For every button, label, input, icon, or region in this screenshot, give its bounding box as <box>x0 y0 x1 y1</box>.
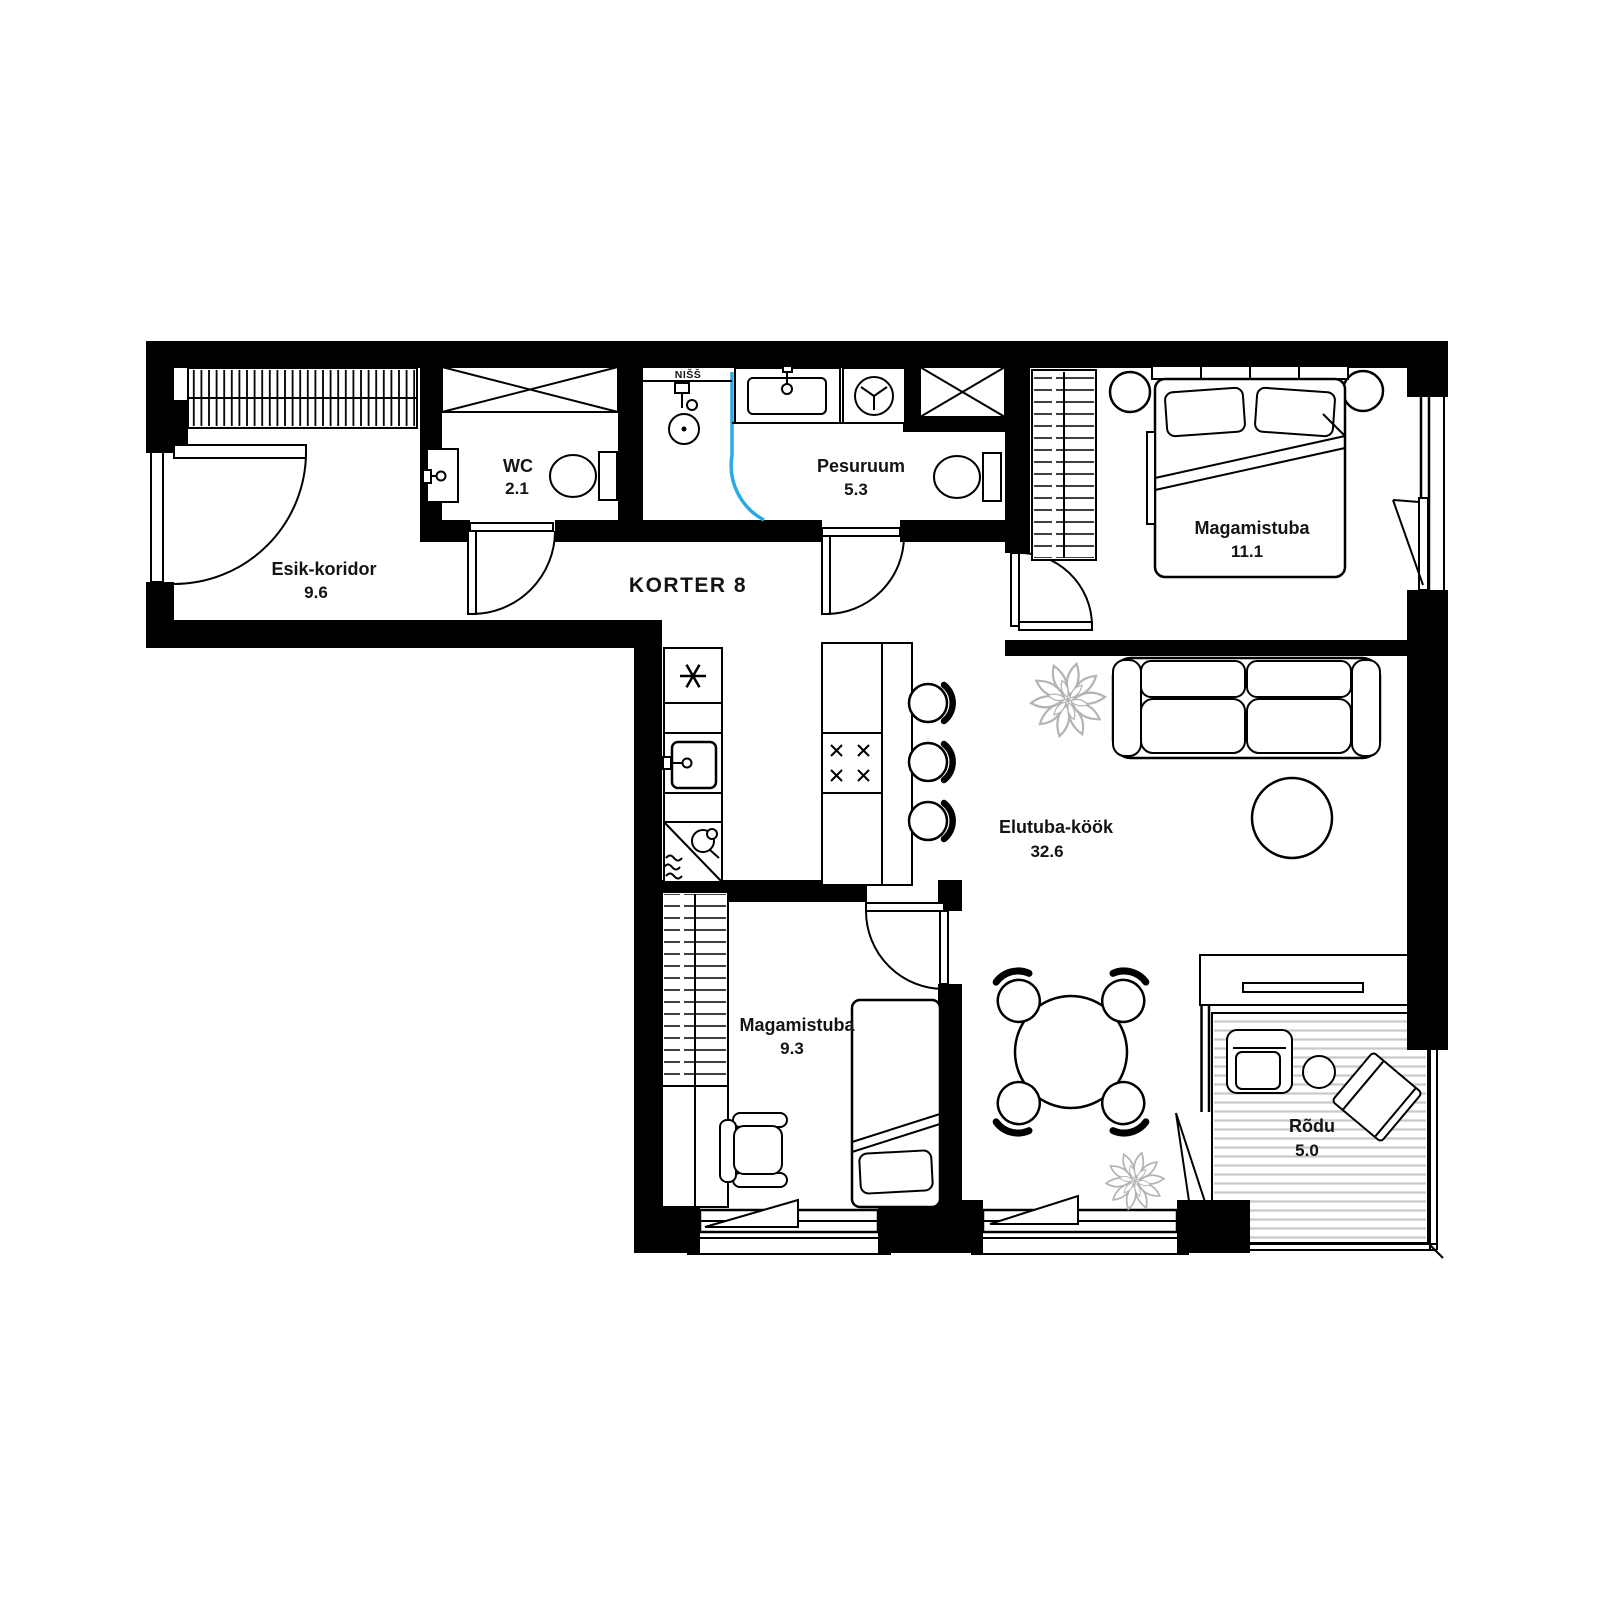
balcony-ledge-bar <box>1242 982 1364 993</box>
kitchen-counter <box>662 647 723 883</box>
wardrobe <box>1031 369 1097 561</box>
room-label-elutuba-kook: Elutuba-köök <box>999 817 1114 837</box>
pillow <box>1164 386 1246 438</box>
windows <box>687 390 1445 1255</box>
room-area-magamistuba-2: 9.3 <box>780 1039 804 1058</box>
dining-table <box>1013 994 1129 1110</box>
bar-stool <box>909 684 953 722</box>
balcony-armchair <box>1226 1029 1293 1094</box>
room-area-wc: 2.1 <box>505 479 529 498</box>
plan-title: KORTER 8 <box>629 574 747 597</box>
balcony-corner-tick <box>1427 1242 1444 1259</box>
vent-shaft-icon <box>441 366 619 413</box>
sofa <box>1111 656 1382 760</box>
wall-hall-bedroom1 <box>1005 432 1030 553</box>
wall-kitchen-left <box>634 620 662 1253</box>
room-label-pesuruum: Pesuruum <box>817 456 905 476</box>
room-label-magamistuba-2: Magamistuba <box>739 1015 855 1035</box>
nightstand <box>1108 370 1152 414</box>
window-sash-icon <box>1392 499 1424 586</box>
wall-right-top <box>1407 341 1448 397</box>
window-sash-icon <box>989 1194 1079 1225</box>
plant-icon <box>1105 1150 1165 1212</box>
wc-door <box>467 522 556 615</box>
shower-glass-door <box>729 372 765 522</box>
labels: KORTER 8 NIŠŠ Esik-koridor 9.6 WC 2.1 Pe… <box>271 368 1335 1160</box>
wall-entry-pier <box>174 400 188 452</box>
kitchen <box>662 642 953 886</box>
dishwasher-icon <box>691 828 720 859</box>
pillow <box>858 1149 934 1195</box>
entrance-door <box>146 444 307 585</box>
room-area-elutuba-kook: 32.6 <box>1030 842 1063 861</box>
pillow <box>1254 386 1336 438</box>
washing-machine-icon <box>842 367 906 424</box>
wall-bedroom2-right <box>938 984 962 1210</box>
balcony-side-table <box>1302 1055 1336 1089</box>
niche-label: NIŠŠ <box>675 368 702 381</box>
wall-right <box>1407 590 1448 1050</box>
bedroom1-door <box>1010 551 1094 631</box>
shower-icon <box>643 380 732 445</box>
balcony-lounge-chair <box>1332 1052 1422 1142</box>
furniture <box>187 365 1385 1212</box>
wardrobe <box>661 891 729 1208</box>
fridge-icon <box>680 664 706 688</box>
bathroom-door <box>821 527 905 615</box>
room-area-esik-koridor: 9.6 <box>304 583 328 602</box>
wall-wc-left <box>420 341 442 542</box>
counter-diagonal <box>663 821 723 883</box>
waves-icon <box>663 854 683 880</box>
double-bed <box>1146 365 1349 579</box>
wall-wc-right <box>618 341 643 542</box>
balcony <box>1175 954 1444 1259</box>
window-sash-icon <box>704 1198 799 1228</box>
room-label-wc: WC <box>503 456 533 476</box>
coat-rack <box>187 367 418 429</box>
wc-sink-icon <box>422 448 459 503</box>
wall-bath-bottom-b <box>900 520 1030 542</box>
plant-icon <box>1029 661 1107 739</box>
toilet-icon <box>933 452 1002 502</box>
kitchen-sink-icon <box>662 740 718 790</box>
toilet-icon <box>549 451 618 501</box>
window-bedroom1 <box>1392 390 1445 597</box>
bedroom2-door <box>865 902 949 990</box>
wall-wc-bottom-a <box>420 520 470 542</box>
room-area-rodu: 5.0 <box>1295 1141 1319 1160</box>
wall-pier-balcony <box>1177 1200 1250 1253</box>
wall-top <box>146 341 1448 368</box>
single-bed <box>850 998 942 1209</box>
balcony-ledge <box>1199 954 1438 1006</box>
walls <box>146 341 1448 1253</box>
room-area-magamistuba-1: 11.1 <box>1231 542 1263 561</box>
room-label-esik-koridor: Esik-koridor <box>271 559 376 579</box>
window-bedroom2 <box>687 1198 891 1255</box>
hob-icon <box>830 744 870 782</box>
vent-shaft-icon <box>919 366 1006 418</box>
room-area-pesuruum: 5.3 <box>844 480 868 499</box>
window-living <box>971 1194 1189 1255</box>
wall-wc-bottom-b <box>555 520 618 542</box>
room-label-rodu: Rõdu <box>1289 1116 1335 1136</box>
kitchen-island <box>821 642 913 886</box>
bar-stool <box>909 802 953 840</box>
wall-bath-bottom-a <box>618 520 822 542</box>
wall-bedroom1-bottom <box>1005 640 1448 656</box>
bar-stool <box>909 743 953 781</box>
coffee-table <box>1250 776 1334 860</box>
wall-corridor-bottom <box>146 620 662 648</box>
armchair <box>719 1112 788 1188</box>
balcony-door-sash <box>1175 1112 1208 1210</box>
ventilation-shafts <box>441 366 1006 418</box>
wall-left-upper <box>146 341 174 453</box>
wall-pier-windows <box>878 1200 983 1253</box>
doors <box>146 372 1094 990</box>
bathroom-sink-icon <box>734 365 841 424</box>
fixtures <box>422 365 1002 503</box>
room-label-magamistuba-1: Magamistuba <box>1194 518 1310 538</box>
